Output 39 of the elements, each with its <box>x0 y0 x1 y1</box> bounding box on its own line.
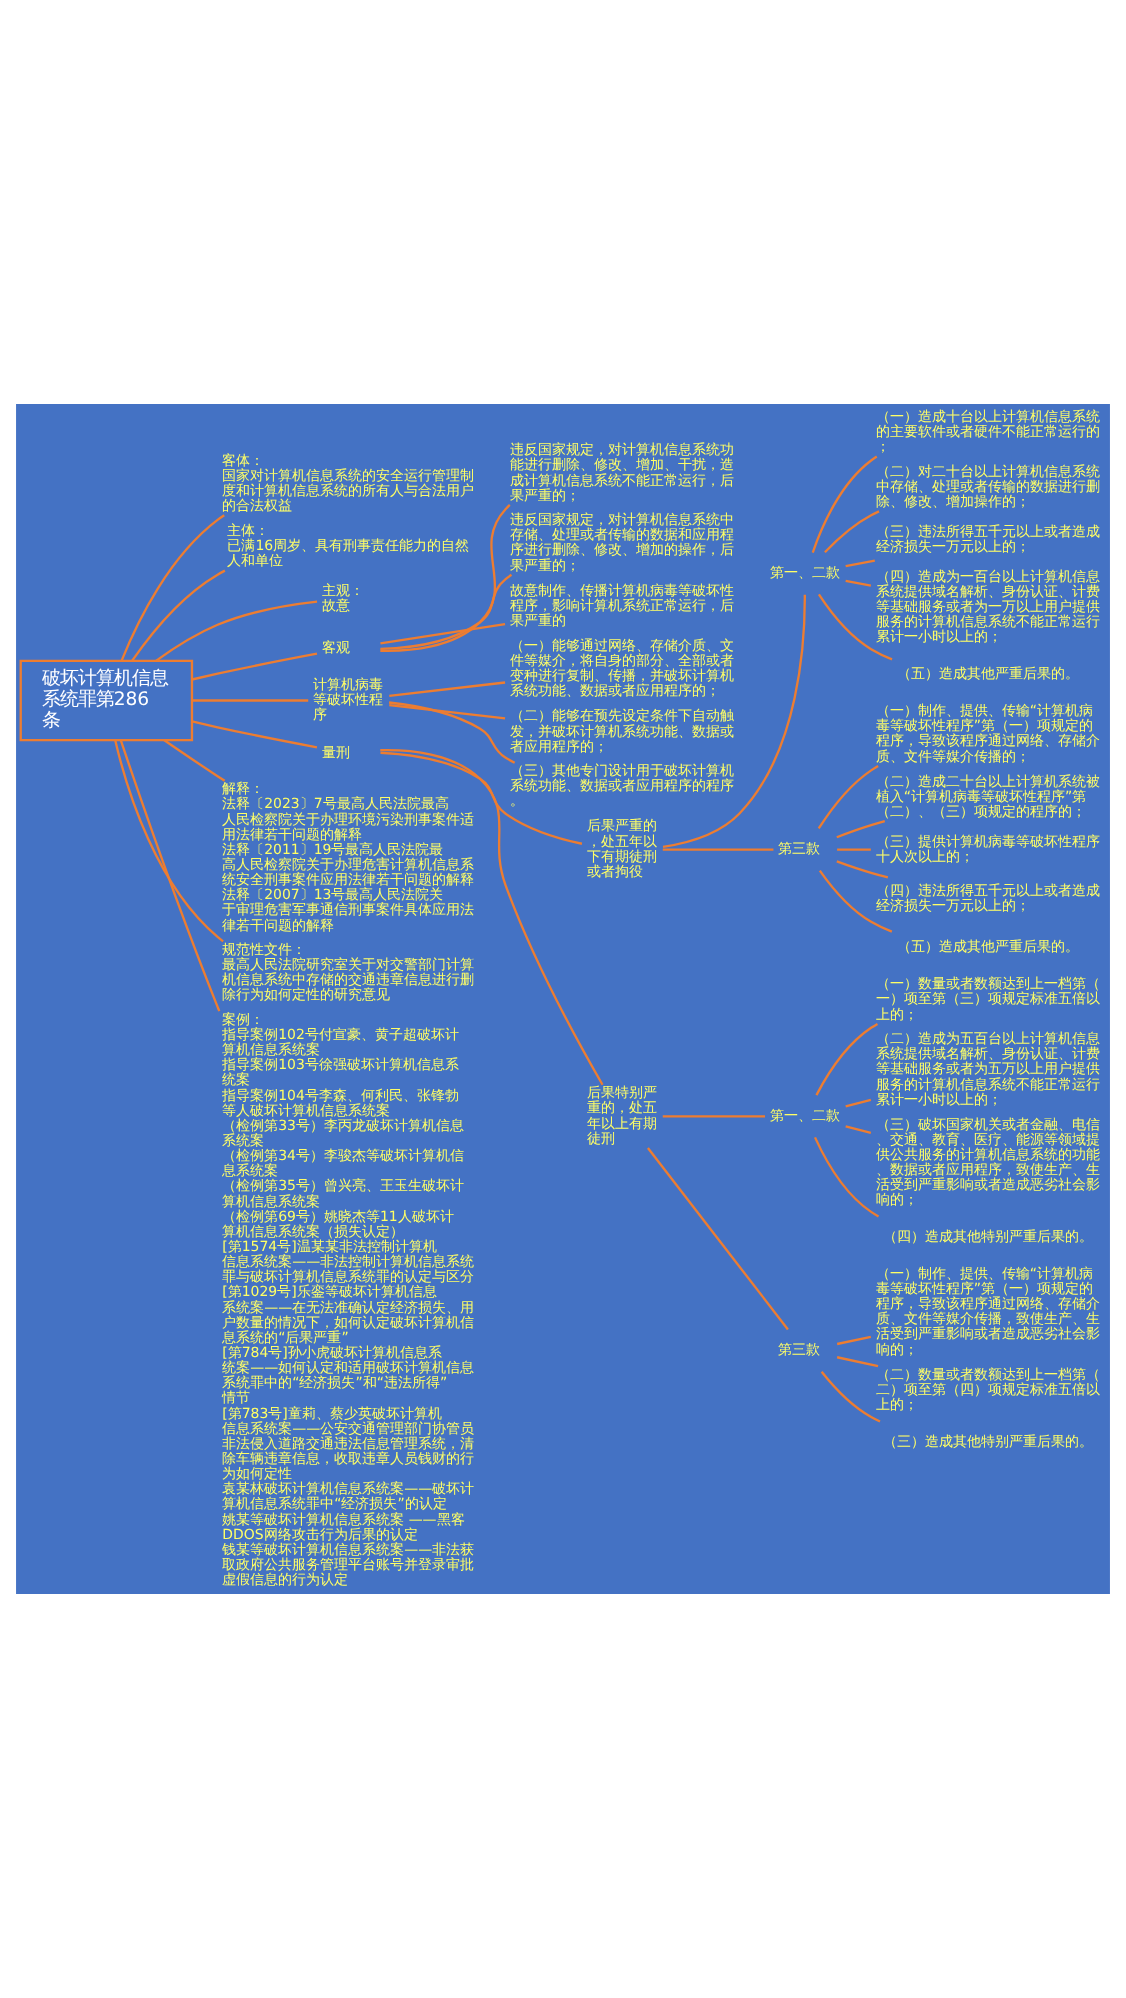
connector <box>191 720 318 749</box>
connector <box>120 514 225 662</box>
connector <box>388 701 516 764</box>
connector <box>380 573 513 650</box>
node-box: 破坏计算机信息系统罪第286条 <box>19 659 194 742</box>
connector <box>845 1125 872 1135</box>
connector <box>380 622 506 645</box>
connector <box>155 600 318 662</box>
connector <box>389 681 506 698</box>
connector <box>817 764 879 830</box>
connector <box>818 869 893 933</box>
connector <box>820 1370 881 1423</box>
connector <box>824 510 880 554</box>
connector <box>836 820 886 839</box>
connector <box>845 559 876 568</box>
connector <box>380 751 583 845</box>
connector <box>114 739 224 943</box>
connector <box>845 579 872 587</box>
connector <box>836 1356 879 1368</box>
connector <box>662 848 774 851</box>
connector <box>119 740 221 1012</box>
connector <box>380 504 511 653</box>
connector <box>813 1136 880 1218</box>
connector <box>647 1147 789 1331</box>
connector <box>192 699 309 702</box>
connector <box>163 739 226 782</box>
connector <box>837 848 871 851</box>
connector <box>815 1022 879 1096</box>
connector <box>380 749 604 1086</box>
connector <box>389 703 506 720</box>
connector <box>191 652 318 681</box>
connector <box>131 569 226 662</box>
connector <box>836 1335 872 1346</box>
connector <box>845 1098 872 1108</box>
connector <box>817 593 893 661</box>
connector <box>662 1115 766 1118</box>
connector <box>662 594 806 848</box>
connector <box>811 455 878 553</box>
connector <box>836 860 889 879</box>
